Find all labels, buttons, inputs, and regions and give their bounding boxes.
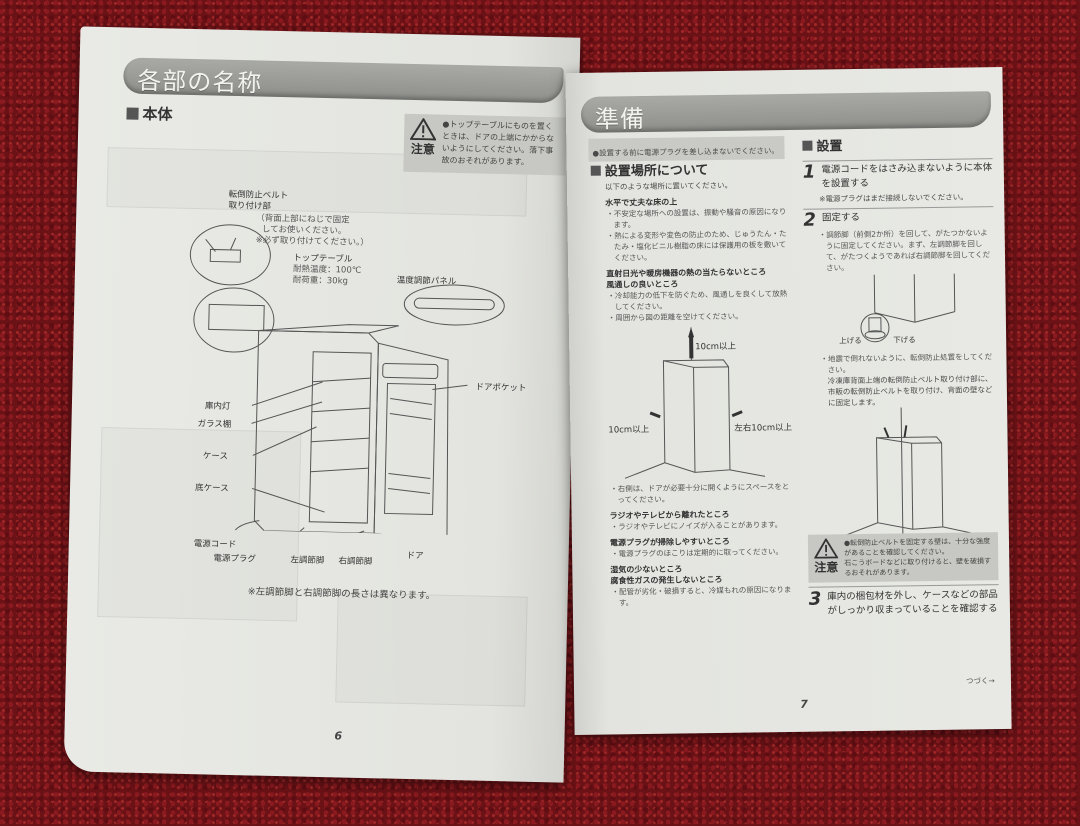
- part-label-interior-light: 庫内灯: [204, 401, 231, 412]
- part-label-bottom-case: 底ケース: [194, 483, 229, 494]
- part-label-case: ケース: [202, 451, 228, 462]
- location-group: ・右側は、ドアが必要十分に開くようにスペースをとってください。 ラジオやテレビか…: [609, 481, 792, 608]
- subsection-title: 本体: [142, 104, 173, 124]
- foot-adjust-svg: [860, 273, 956, 343]
- part-label-door-pocket: ドアポケット: [475, 382, 527, 394]
- raise-label: 上げる: [839, 335, 862, 346]
- caution-box: 注意 ●転倒防止ベルトを固定する壁は、十分な強度があることを確認してください。 …: [807, 532, 999, 583]
- location-intro: 以下のような場所に置いてください。: [604, 180, 733, 192]
- clearance-diagram-svg: [624, 327, 766, 479]
- location-group: 直射日光や暖房機器の熱の当たらないところ 風通しの良いところ ・冷却能力の低下を…: [606, 267, 788, 323]
- step-3: 3 庫内の梱包材を外し、ケースなどの部品がしっかり収まっていることを確認する: [808, 588, 998, 617]
- location-group: 水平で丈夫な床の上 ・不安定な場所への設置は、振動や騒音の原因になります。 ・熱…: [605, 197, 787, 263]
- square-bullet-icon: [802, 140, 813, 151]
- installation-heading: 設置: [802, 133, 992, 155]
- foot-adjust-diagram: 上げる 下げる: [804, 271, 995, 354]
- warning-triangle-icon: [410, 117, 437, 141]
- installation-column: 設置 1 電源コードをはさみ込まないように本体を設置する ※電源プラグはまだ接続…: [802, 133, 999, 619]
- caution-box: 注意 ●トップテーブルにものを置くときは、ドアの上端にかからないようにしてくださ…: [403, 113, 567, 176]
- step-2-bullet-2: ・地震で倒れないように、転倒防止処置をしてください。: [820, 352, 993, 375]
- belt-diagram-svg: [837, 407, 978, 539]
- part-label-door: ドア: [406, 550, 424, 562]
- section-title: 各部の名称: [136, 66, 263, 98]
- belt-diagram: [806, 406, 998, 539]
- location-column: 設置場所について 以下のような場所に置いてください。 水平で丈夫な床の上 ・不安…: [590, 158, 797, 609]
- step-1-note: ※電源プラグはまだ接続しないでください。: [819, 192, 968, 204]
- clearance-right-label: 左右10cm以上: [734, 422, 793, 434]
- part-label-left-foot: 左調節脚: [290, 555, 325, 567]
- freezer-illustration: [189, 224, 505, 537]
- bleed-through: [335, 592, 528, 707]
- lower-label: 下げる: [893, 335, 916, 345]
- step-1: 1 電源コードをはさみ込まないように本体を設置する: [802, 161, 993, 190]
- part-label-power-plug: 電源プラグ: [213, 553, 257, 565]
- section-banner: 準備: [580, 91, 992, 134]
- part-label-power-cord: 電源コード: [193, 539, 237, 551]
- right-page: 準備 ●設置する前に電源プラグを差し込まないでください。 設置場所について 以下…: [565, 66, 1012, 736]
- section-banner: 各部の名称: [123, 57, 564, 104]
- part-label-glass-shelf: ガラス棚: [197, 419, 232, 430]
- caution-text: ●トップテーブルにものを置くときは、ドアの上端にかからないようにしてください。落…: [441, 119, 555, 167]
- subsection-heading: 本体: [126, 102, 173, 124]
- location-heading: 設置場所について: [590, 158, 791, 180]
- clearance-left-label: 10cm以上: [608, 424, 650, 436]
- square-bullet-icon: [126, 106, 139, 120]
- caution-label: 注意: [410, 141, 435, 157]
- page-number: 6: [334, 729, 343, 743]
- part-label-right-foot: 右調節脚: [338, 556, 373, 568]
- step-2-detail: 冷凍庫背面上端の転倒防止ベルト取り付け部に、市販の転倒防止ベルトを取り付け、背面…: [827, 374, 993, 408]
- step-2-bullet: ・調節脚（前側2か所）を回して、がたつかないように固定してください。まず、左調節…: [818, 228, 991, 273]
- continued-label: つづく→: [965, 676, 995, 686]
- clearance-top-label: 10cm以上: [695, 341, 737, 353]
- section-title: 準備: [594, 104, 646, 134]
- page-number: 7: [800, 697, 808, 711]
- square-bullet-icon: [590, 165, 601, 176]
- clearance-diagram: 10cm以上 10cm以上 左右10cm以上: [593, 321, 795, 484]
- left-page: 各部の名称 本体 注意 ●トップテーブルにものを置くときは、ドアの上端にかからな…: [63, 26, 581, 783]
- warning-triangle-icon: [813, 538, 839, 559]
